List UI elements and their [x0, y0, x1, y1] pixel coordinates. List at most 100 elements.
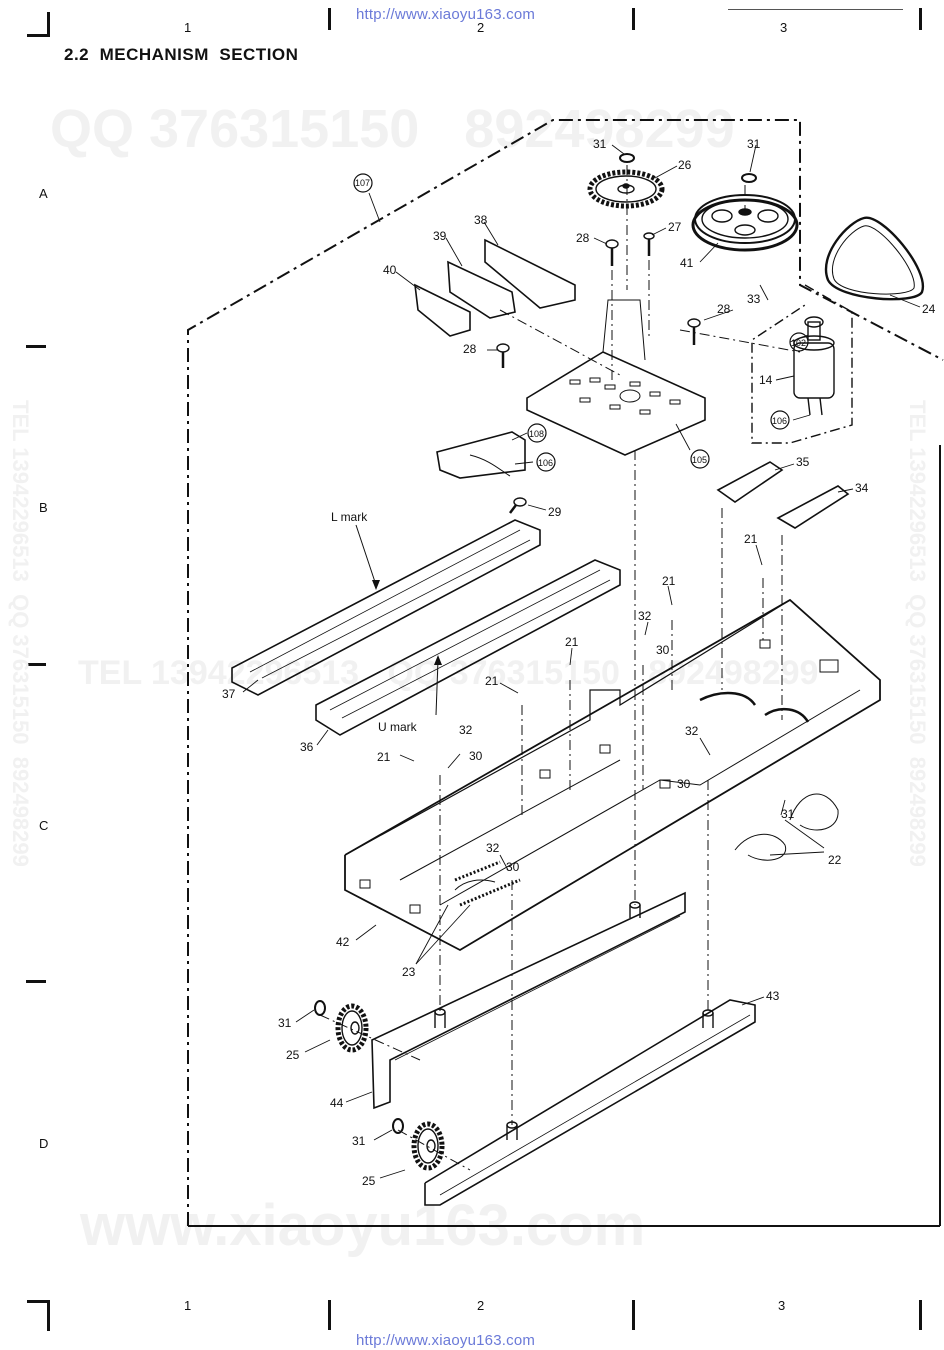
callout-108: 108 [529, 429, 544, 439]
callout-27: 27 [668, 220, 682, 234]
circled-callouts [353, 173, 809, 472]
assembly-boundary [187, 119, 944, 1226]
gear-25-lower [411, 1121, 445, 1171]
note-l-mark: L mark [331, 510, 368, 524]
callout-21-b: 21 [662, 574, 676, 588]
row-label-b: B [39, 500, 48, 515]
drive-belt [824, 216, 925, 301]
callout-30-b: 30 [677, 777, 691, 791]
tick-mark-top-1 [328, 8, 331, 30]
callout-31-a: 31 [593, 137, 607, 151]
callout-30-c: 30 [469, 749, 483, 763]
pulley-41 [691, 194, 799, 252]
callout-14: 14 [759, 373, 773, 387]
callout-leaders [242, 144, 921, 1179]
callout-25-a: 25 [286, 1048, 300, 1062]
callout-35: 35 [796, 455, 810, 469]
column-label-top-1: 1 [184, 20, 192, 35]
tick-mark-bottom-1 [328, 1300, 331, 1330]
callout-31-e: 31 [352, 1134, 366, 1148]
header-rule [728, 9, 903, 10]
callout-24: 24 [922, 302, 936, 316]
spring-22-upper [789, 793, 839, 831]
page-title: 2.2 MECHANISM SECTION [64, 45, 299, 64]
callout-23: 23 [402, 965, 416, 979]
callout-31-d: 31 [278, 1016, 292, 1030]
corner-mark-top-left [27, 12, 50, 37]
screw-27 [643, 232, 655, 256]
callout-34: 34 [855, 481, 869, 495]
header-url: http://www.xiaoyu163.com [356, 6, 536, 23]
screw-28-left [496, 343, 510, 368]
note-u-mark: U mark [378, 720, 418, 734]
callout-102: 102 [791, 338, 806, 348]
callout-36: 36 [300, 740, 314, 754]
callout-33: 33 [747, 292, 761, 306]
callout-29: 29 [548, 505, 562, 519]
post-left [434, 1008, 446, 1028]
column-label-bottom-1: 1 [184, 1298, 192, 1313]
column-label-top-3: 3 [780, 20, 788, 35]
row-label-c: C [39, 818, 49, 833]
gear-25-upper [335, 1003, 369, 1053]
chassis-42 [344, 598, 881, 952]
column-label-top-2: 2 [477, 20, 485, 35]
callout-28-b: 28 [717, 302, 731, 316]
tick-mark-bottom-3 [919, 1300, 922, 1330]
callout-106-b: 106 [538, 458, 553, 468]
row-divider-3 [26, 980, 46, 983]
callout-42: 42 [336, 935, 350, 949]
callout-43: 43 [766, 989, 780, 1003]
row-divider-1 [26, 345, 46, 348]
plate-43 [424, 999, 756, 1206]
assembly-guides [319, 165, 801, 1171]
row-label-d: D [39, 1136, 49, 1151]
callout-37: 37 [222, 687, 236, 701]
column-label-bottom-2: 2 [477, 1298, 485, 1313]
plate-44 [371, 891, 686, 1110]
callout-labels: 31 26 31 27 28 41 24 33 28 102 14 106 38… [222, 137, 936, 1188]
corner-mark-bottom-left [27, 1300, 50, 1331]
callout-30-d: 30 [506, 860, 520, 874]
chassis-details [359, 639, 839, 914]
lever-35 [716, 461, 784, 503]
holder-36 [315, 559, 621, 736]
callout-40: 40 [383, 263, 397, 277]
callout-106-a: 106 [772, 416, 787, 426]
callout-38: 38 [474, 213, 488, 227]
motor-14 [793, 316, 835, 416]
footer-url: http://www.xiaoyu163.com [356, 1332, 536, 1349]
column-label-bottom-3: 3 [778, 1298, 786, 1313]
callout-44: 44 [330, 1096, 344, 1110]
callout-21-a: 21 [744, 532, 758, 546]
callout-28-c: 28 [463, 342, 477, 356]
u-mark-leader [435, 659, 439, 716]
callout-28-a: 28 [576, 231, 590, 245]
callout-32-b: 32 [685, 724, 699, 738]
watermark-qq-top: QQ 376315150 892498299 [50, 99, 735, 159]
gear-26 [587, 169, 665, 209]
part-38 [484, 238, 576, 309]
row-divider-2 [26, 663, 46, 666]
tick-mark-bottom-2 [632, 1300, 635, 1330]
tick-mark-top-2 [632, 8, 635, 30]
callout-22: 22 [828, 853, 842, 867]
callout-26: 26 [678, 158, 692, 172]
part-39 [447, 260, 516, 319]
callout-21-d: 21 [485, 674, 499, 688]
l-mark-leader [355, 524, 377, 586]
callout-31-c: 31 [781, 807, 795, 821]
callout-32-d: 32 [486, 841, 500, 855]
callout-21-e: 21 [377, 750, 391, 764]
spring-22-lower [734, 833, 787, 861]
row-label-a: A [39, 186, 48, 201]
motor-group-outline [751, 284, 853, 444]
callout-105: 105 [692, 455, 707, 465]
callout-31-b: 31 [747, 137, 761, 151]
callout-39: 39 [433, 229, 447, 243]
tick-mark-top-3 [919, 8, 922, 30]
callout-21-c: 21 [565, 635, 579, 649]
callout-32-c: 32 [459, 723, 473, 737]
post-mid [629, 901, 641, 918]
switch-assembly [436, 431, 526, 479]
